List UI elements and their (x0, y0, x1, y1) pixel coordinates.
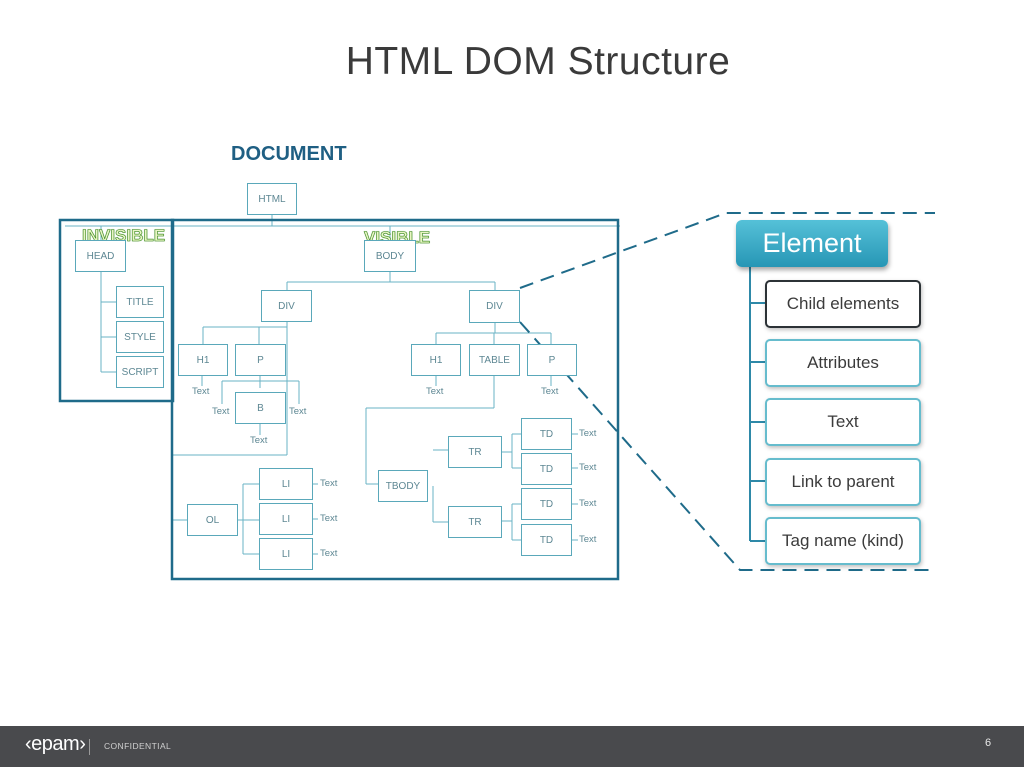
text-leaf: Text (579, 534, 597, 545)
text-leaf: Text (579, 428, 597, 439)
text-leaf: Text (320, 513, 338, 524)
text-leaf: Text (320, 478, 338, 489)
document-label: DOCUMENT (231, 143, 347, 165)
node-head: HEAD (75, 240, 126, 272)
epam-logo: ‹epam› (25, 733, 86, 755)
node-div-left: DIV (261, 290, 312, 322)
node-td-2: TD (521, 453, 572, 485)
slide-title: HTML DOM Structure (345, 40, 731, 83)
node-tr-bottom: TR (448, 506, 502, 538)
node-td-3: TD (521, 488, 572, 520)
node-title: TITLE (116, 286, 164, 318)
node-script: SCRIPT (116, 356, 164, 388)
node-ol: OL (187, 504, 238, 536)
node-html: HTML (247, 183, 297, 215)
text-leaf: Text (289, 406, 307, 417)
node-body: BODY (364, 240, 416, 272)
node-td-4: TD (521, 524, 572, 556)
footer-separator (89, 739, 90, 755)
text-leaf: Text (320, 548, 338, 559)
node-b: B (235, 392, 286, 424)
element-item-text: Text (765, 398, 921, 446)
confidential-label: CONFIDENTIAL (104, 741, 172, 751)
element-header: Element (736, 220, 888, 267)
text-leaf: Text (426, 386, 444, 397)
node-li-1: LI (259, 468, 313, 500)
text-leaf: Text (579, 498, 597, 509)
node-table: TABLE (469, 344, 520, 376)
text-leaf: Text (541, 386, 559, 397)
node-h1-right: H1 (411, 344, 461, 376)
text-leaf: Text (212, 406, 230, 417)
text-leaf: Text (192, 386, 210, 397)
node-li-3: LI (259, 538, 313, 570)
text-leaf: Text (579, 462, 597, 473)
node-li-2: LI (259, 503, 313, 535)
node-td-1: TD (521, 418, 572, 450)
node-p-left: P (235, 344, 286, 376)
node-tr-top: TR (448, 436, 502, 468)
footer-bar: ‹epam› CONFIDENTIAL 6 (0, 726, 1024, 767)
node-h1-left: H1 (178, 344, 228, 376)
element-item-tag-name: Tag name (kind) (765, 517, 921, 565)
page-number: 6 (985, 737, 992, 749)
node-tbody: TBODY (378, 470, 428, 502)
node-div-right: DIV (469, 290, 520, 323)
node-p-right: P (527, 344, 577, 376)
node-style: STYLE (116, 321, 164, 353)
text-leaf: Text (250, 435, 268, 446)
element-item-link-to-parent: Link to parent (765, 458, 921, 506)
element-item-child-elements: Child elements (765, 280, 921, 328)
element-item-attributes: Attributes (765, 339, 921, 387)
